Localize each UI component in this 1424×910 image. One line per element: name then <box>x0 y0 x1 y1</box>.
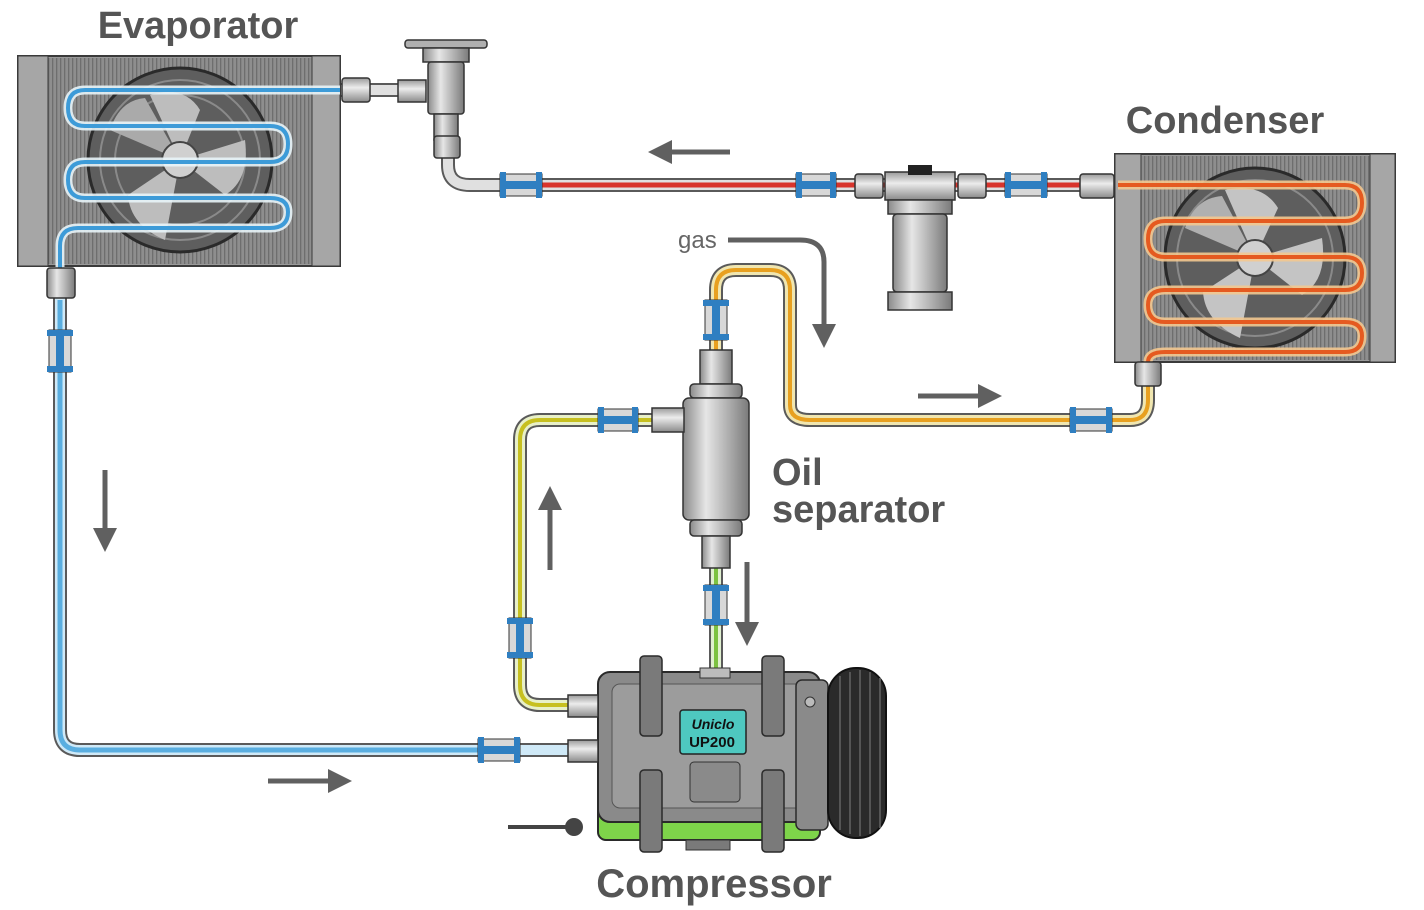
arrow-up <box>538 486 562 570</box>
compressor-label: Compressor <box>596 862 832 906</box>
fitting-flange <box>478 737 520 763</box>
fitting-flange <box>796 172 836 198</box>
fitting-flange-vertical <box>507 618 533 658</box>
arrow-gas-pointer <box>728 240 836 348</box>
hex-nut <box>855 174 883 198</box>
oil-separator-unit <box>652 350 749 568</box>
fitting-flange <box>1070 407 1112 433</box>
hex-nut <box>1080 174 1114 198</box>
compressor-badge: Uniclo UP200 <box>680 710 746 754</box>
suction-line-cold <box>60 268 580 750</box>
expansion-valve <box>398 40 487 140</box>
receiver-drier <box>885 165 955 310</box>
fitting-flange <box>598 407 638 433</box>
arrow-down <box>93 470 117 552</box>
fitting-flange <box>1005 172 1047 198</box>
compressor-brand: Uniclo <box>692 716 735 732</box>
hex-nut <box>342 78 370 102</box>
fitting-flange <box>500 172 542 198</box>
hex-nut <box>47 268 75 298</box>
condenser-label: Condenser <box>1126 100 1325 142</box>
compressor-model: UP200 <box>689 734 735 751</box>
condenser-unit <box>1115 154 1395 362</box>
arrow-right <box>268 769 352 793</box>
arrow-right-gas <box>918 384 1002 408</box>
evaporator-unit <box>18 56 340 268</box>
arrow-left <box>648 140 730 164</box>
hex-nut <box>1135 362 1161 386</box>
compressor-pulley <box>828 668 886 838</box>
hex-nut <box>958 174 986 198</box>
evaporator-label: Evaporator <box>98 5 299 47</box>
fitting-flange-vertical <box>703 585 729 625</box>
compressor-to-separator-line <box>520 420 690 705</box>
fitting-flange-vertical <box>47 330 73 372</box>
gas-label: gas <box>678 227 717 254</box>
arrow-down-oil-return <box>735 562 759 646</box>
fitting-flange-vertical <box>703 300 729 340</box>
hex-nut <box>434 136 460 158</box>
oil-separator-label-line2: separator <box>772 489 945 531</box>
oil-separator-label-line1: Oil <box>772 452 823 494</box>
